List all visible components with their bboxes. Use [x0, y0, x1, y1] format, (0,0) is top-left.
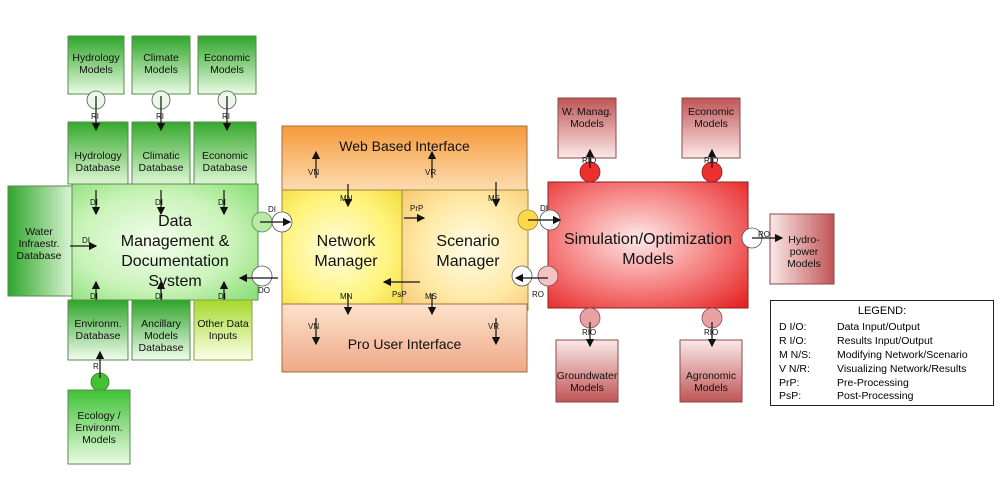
economic-database-label: Economic Database [201, 150, 249, 175]
rio-label: RIO [704, 156, 719, 165]
legend-row: V N/R: Visualizing Network/Results [779, 363, 966, 375]
scenario-manager-label: Scenario Manager [436, 233, 500, 270]
hydrology-models-box [67, 35, 125, 95]
pro-interface-box [281, 303, 528, 373]
ri-label: RI [222, 112, 230, 121]
ro-label: RO [758, 230, 770, 239]
ms-label: MS [488, 194, 500, 203]
di-label: DI [268, 205, 276, 214]
economic-models-right-label: Economic Models [687, 106, 735, 131]
agronomic-models-box [679, 339, 743, 403]
economic-database-box [193, 121, 257, 185]
legend-key: PsP: [779, 390, 802, 402]
di-label: DI [218, 198, 226, 207]
rio-label: RIO [582, 328, 597, 337]
legend-key: V N/R: [779, 363, 810, 375]
economic-models-right-box [681, 97, 741, 159]
climatic-database-label: Climatic Database [138, 150, 184, 175]
di-label: DI [540, 204, 548, 213]
rio-label: RIO [582, 156, 597, 165]
w-manag-models-label: W. Manag. Models [561, 106, 613, 131]
ms-label: MS [425, 292, 437, 301]
legend-value: Post-Processing [837, 390, 914, 402]
connector-arrows [70, 96, 784, 378]
legend-title: LEGEND: [857, 305, 907, 317]
legend-row: PsP: Post-Processing [779, 390, 913, 402]
legend-row: PrP: Pre-Processing [779, 377, 909, 389]
other-data-box [193, 299, 253, 361]
economic-models-box [197, 35, 257, 95]
di-label: DI [82, 236, 90, 245]
legend-value: Data Input/Output [837, 321, 920, 333]
legend-row: M N/S: Modifying Network/Scenario [779, 349, 968, 361]
ecology-models-box [67, 389, 131, 465]
rio-label: RIO [704, 328, 719, 337]
legend-row: R I/O: Results Input/Output [779, 335, 933, 347]
legend-value: Visualizing Network/Results [837, 363, 967, 375]
hydrology-models-label: Hydrology Models [72, 52, 120, 77]
legend-key: D I/O: [779, 321, 807, 333]
climate-models-label: Climate Models [143, 52, 179, 77]
di-label: DI [90, 292, 98, 301]
vn-label: VN [308, 322, 320, 331]
ri-label: RI [93, 362, 101, 371]
di-label: DI [155, 292, 163, 301]
web-interface-box [281, 125, 528, 195]
legend-value: Results Input/Output [837, 335, 933, 347]
hydropower-models-label: Hydro-power Models [787, 234, 821, 271]
legend-key: R I/O: [779, 335, 807, 347]
environm-database-label: Environm. Database [74, 318, 122, 343]
legend-key: PrP: [779, 377, 800, 389]
network-manager-label: Network Manager [314, 233, 378, 270]
prp-label: PrP [410, 204, 424, 213]
di-label: DI [218, 292, 226, 301]
web-interface-label: Web Based Interface [339, 138, 470, 154]
ancillary-database-label: Ancillary Models Database [138, 318, 184, 355]
w-manag-models-box [557, 97, 617, 159]
network-manager-box [281, 189, 405, 311]
simulation-models-label: Simulation/Optimization Models [563, 231, 733, 268]
ri-label: RI [156, 112, 164, 121]
water-infra-database-box [7, 185, 79, 297]
climate-models-box [131, 35, 191, 95]
legend-key: M N/S: [779, 349, 812, 361]
di-label: DI [155, 198, 163, 207]
other-data-label: Other Data Inputs [197, 318, 249, 343]
di-label: DI [90, 198, 98, 207]
legend-value: Pre-Processing [837, 377, 909, 389]
legend-row: D I/O: Data Input/Output [779, 321, 920, 333]
mn-label: MN [340, 194, 353, 203]
ecology-models-label: Ecology / Environm. Models [75, 410, 123, 447]
ancillary-database-box [131, 299, 191, 361]
pro-interface-label: Pro User Interface [347, 336, 462, 352]
environm-database-box [67, 299, 129, 361]
scenario-manager-box [401, 189, 529, 311]
water-infra-database-label: Water Infraestr. Database [16, 226, 62, 263]
simulation-models-box [547, 181, 749, 309]
ro-label: RO [532, 290, 544, 299]
economic-models-label: Economic Models [203, 52, 251, 77]
vr-label: VR [488, 322, 500, 331]
psp-label: PsP [392, 290, 407, 299]
ri-label: RI [91, 112, 99, 121]
legend-box: LEGEND: D I/O: Data Input/Output R I/O: Re… [770, 300, 994, 406]
legend-value: Modifying Network/Scenario [837, 349, 968, 361]
hydrology-database-label: Hydrology Database [74, 150, 122, 175]
vr-label: VR [425, 168, 437, 177]
data-management-box [71, 183, 259, 301]
mn-label: MN [340, 292, 353, 301]
agronomic-models-label: Agronomic Models [685, 370, 737, 395]
groundwater-models-label: Groundwater Models [556, 370, 618, 395]
do-label: DO [258, 286, 270, 295]
hydropower-models-box [769, 213, 835, 285]
vn-label: VN [308, 168, 320, 177]
data-management-label: Data Management & Documentation System [120, 213, 230, 290]
